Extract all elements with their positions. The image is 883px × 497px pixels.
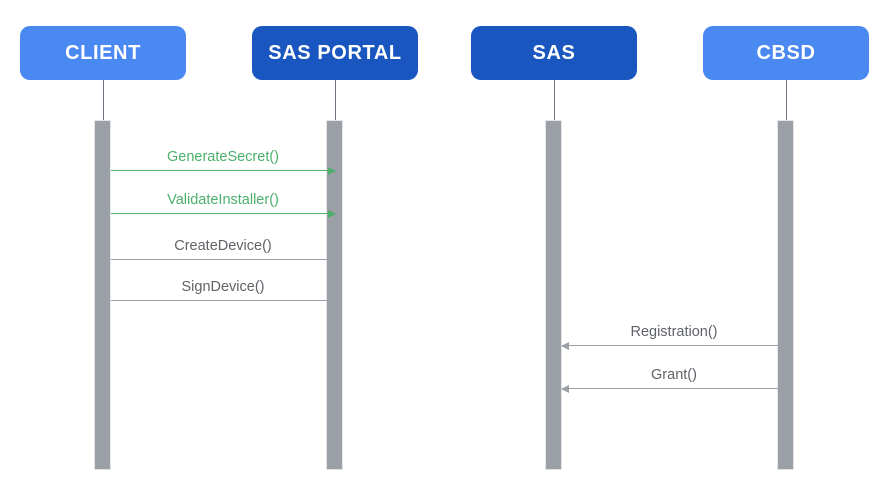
- activation-bar-sas: [545, 120, 562, 470]
- activation-bar-sas-portal: [326, 120, 343, 470]
- message-label-grant: Grant(): [651, 367, 697, 384]
- arrow-head-right-icon: [328, 210, 336, 218]
- participant-sas-portal[interactable]: SAS PORTAL: [252, 26, 418, 80]
- message-generate-secret[interactable]: GenerateSecret(): [111, 149, 336, 175]
- message-sign-device[interactable]: SignDevice(): [111, 279, 336, 305]
- arrow-head-right-icon: [328, 297, 336, 305]
- activation-bar-client: [94, 120, 111, 470]
- participant-label-client: CLIENT: [65, 42, 141, 64]
- message-line-validate-installer: [111, 213, 335, 214]
- message-validate-installer[interactable]: ValidateInstaller(): [111, 192, 336, 218]
- participant-label-cbsd: CBSD: [756, 42, 816, 64]
- message-label-create-device: CreateDevice(): [174, 238, 272, 255]
- lifeline-cbsd: [786, 80, 787, 122]
- arrow-head-left-icon: [561, 342, 569, 350]
- participant-label-sas-portal: SAS PORTAL: [268, 42, 402, 64]
- arrow-head-right-icon: [328, 167, 336, 175]
- arrow-head-left-icon: [561, 385, 569, 393]
- message-grant[interactable]: Grant(): [561, 367, 786, 393]
- participant-label-sas: SAS: [532, 42, 576, 64]
- message-line-generate-secret: [111, 170, 335, 171]
- message-label-generate-secret: GenerateSecret(): [166, 149, 280, 166]
- participant-cbsd[interactable]: CBSD: [703, 26, 869, 80]
- message-registration[interactable]: Registration(): [561, 324, 786, 350]
- lifeline-client: [103, 80, 104, 122]
- lifeline-sas-portal: [335, 80, 336, 122]
- message-line-grant: [562, 388, 786, 389]
- message-create-device[interactable]: CreateDevice(): [111, 238, 336, 264]
- activation-bar-cbsd: [777, 120, 794, 470]
- arrow-head-right-icon: [328, 256, 336, 264]
- message-line-registration: [562, 345, 786, 346]
- message-label-validate-installer: ValidateInstaller(): [167, 192, 279, 209]
- participant-client[interactable]: CLIENT: [20, 26, 186, 80]
- message-line-sign-device: [111, 300, 335, 301]
- lifeline-sas: [554, 80, 555, 122]
- message-label-sign-device: SignDevice(): [181, 279, 265, 296]
- message-line-create-device: [111, 259, 335, 260]
- participant-sas[interactable]: SAS: [471, 26, 637, 80]
- message-label-registration: Registration(): [630, 324, 718, 341]
